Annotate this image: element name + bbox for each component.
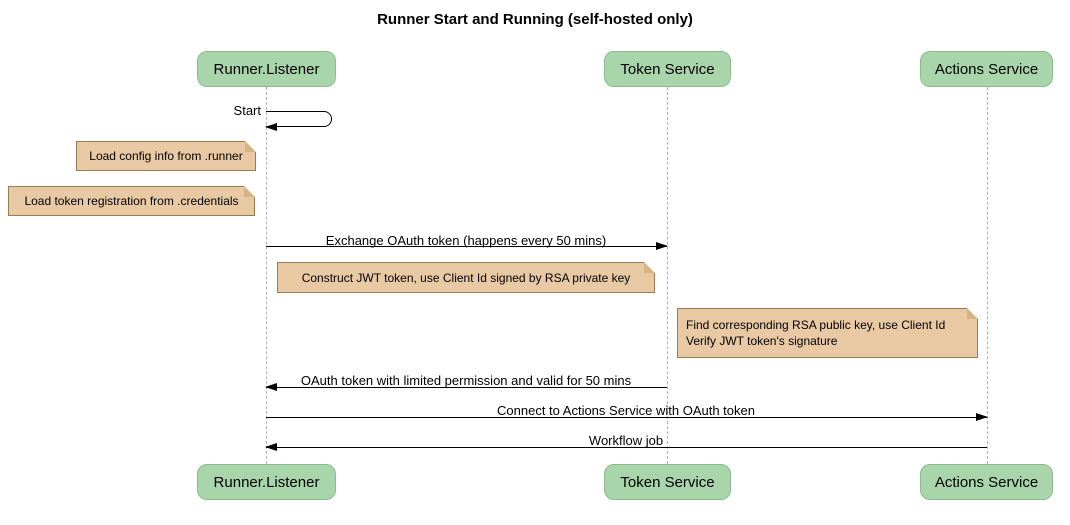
arrowhead-right (976, 413, 988, 421)
message-start-label: Start (233, 103, 261, 118)
participant-token-service-top: Token Service (604, 51, 731, 87)
participant-actions-service-top: Actions Service (920, 51, 1053, 87)
message-start-arrow (265, 111, 332, 131)
message-exchange-label: Exchange OAuth token (happens every 50 m… (325, 233, 607, 248)
message-connect-arrow (266, 413, 988, 421)
message-connect-label: Connect to Actions Service with OAuth to… (497, 403, 755, 418)
note-construct-jwt: Construct JWT token, use Client Id signe… (277, 262, 655, 293)
participant-runner-listener-top: Runner.Listener (197, 51, 336, 87)
note-load-config: Load config info from .runner (76, 141, 256, 171)
note-text: Load config info from .runner (89, 149, 243, 163)
note-text-line-1: Find corresponding RSA public key, use C… (686, 318, 946, 332)
message-oauth-back-label: OAuth token with limited permission and … (300, 373, 632, 388)
diagram-title: Runner Start and Running (self-hosted on… (377, 11, 693, 28)
lifeline-token-service (667, 87, 668, 464)
message-workflow-arrow (265, 443, 987, 451)
lifeline-runner-listener (266, 87, 267, 464)
arrowhead-left (265, 383, 277, 391)
message-oauth-back-arrow (265, 383, 667, 391)
message-workflow-label: Workflow job (588, 433, 664, 448)
note-verify-jwt: Find corresponding RSA public key, use C… (677, 308, 978, 358)
lifeline-actions-service (987, 87, 988, 464)
arrowhead-left (265, 123, 277, 131)
participant-runner-listener-bottom: Runner.Listener (197, 464, 336, 500)
note-text: Load token registration from .credential… (24, 194, 239, 208)
note-load-credentials: Load token registration from .credential… (8, 186, 255, 216)
participant-token-service-bottom: Token Service (604, 464, 731, 500)
note-text-line-2: Verify JWT token's signature (686, 334, 838, 348)
arrowhead-right (656, 242, 668, 250)
arrowhead-left (265, 443, 277, 451)
message-exchange-arrow (266, 242, 668, 250)
participant-actions-service-bottom: Actions Service (920, 464, 1053, 500)
note-text: Construct JWT token, use Client Id signe… (301, 270, 631, 285)
